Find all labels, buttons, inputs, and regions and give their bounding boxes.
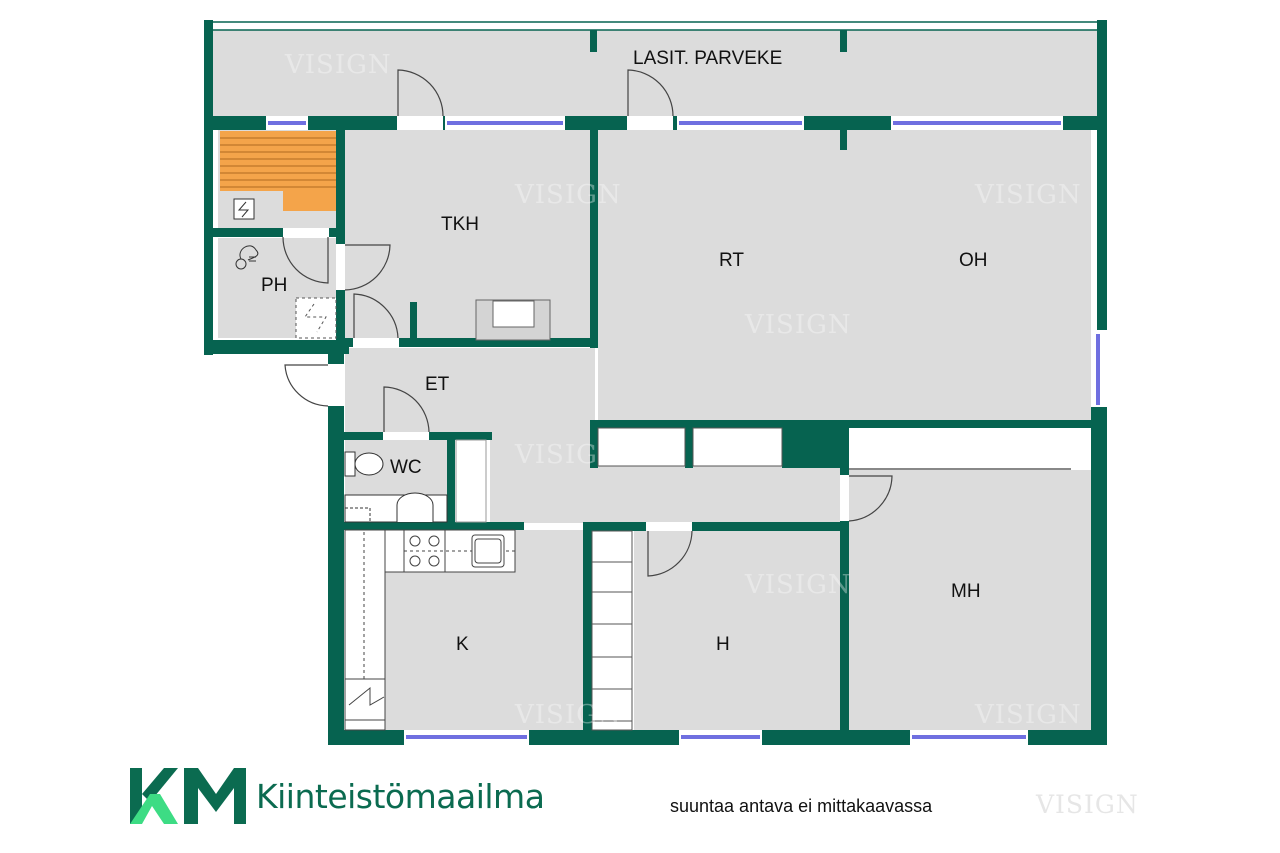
watermarks: VISIGN VISIGN VISIGN VISIGN VISIGN VISIG… (284, 50, 1082, 730)
room-label-rt: RT (719, 250, 744, 271)
brand-name: Kiinteistömaailma (256, 776, 545, 816)
svg-text:VISIGN: VISIGN (974, 180, 1082, 210)
svg-text:VISIGN: VISIGN (744, 310, 852, 340)
kitchen-cabinets (344, 529, 516, 731)
svg-text:VISIGN: VISIGN (514, 440, 622, 470)
closets (591, 427, 1071, 731)
sauna-benches (220, 131, 336, 211)
room-label-h: H (716, 634, 730, 655)
svg-text:VISIGN: VISIGN (514, 180, 622, 210)
windows (266, 116, 1107, 745)
doors (282, 69, 893, 577)
room-label-k: K (456, 634, 469, 655)
fireplace (475, 299, 551, 341)
km-logo-icon (130, 768, 246, 824)
scale-disclaimer: suuntaa antava ei mittakaavassa (670, 796, 933, 816)
room-label-oh: OH (959, 250, 988, 271)
svg-text:VISIGN: VISIGN (744, 570, 852, 600)
room-label-balcony: LASIT. PARVEKE (633, 48, 782, 69)
shower-icon (235, 245, 259, 270)
balcony-glazing (211, 21, 1101, 31)
sauna-stove-icon (233, 198, 255, 220)
svg-text:VISIGN: VISIGN (974, 700, 1082, 730)
floor-drain (295, 297, 337, 339)
room-label-tkh: TKH (441, 214, 479, 235)
brand-logo: Kiinteistömaailma (128, 766, 545, 826)
room-label-ph: PH (261, 275, 287, 296)
room-label-et: ET (425, 374, 450, 395)
room-label-mh: MH (951, 581, 981, 602)
footer-watermark: VISIGN (1036, 790, 1139, 819)
wc-fixtures (344, 439, 487, 523)
svg-text:VISIGN: VISIGN (514, 700, 622, 730)
room-labels: LASIT. PARVEKE TKH RT OH PH ET WC K H MH (261, 48, 988, 655)
svg-text:VISIGN: VISIGN (284, 50, 392, 80)
room-label-wc: WC (390, 457, 422, 478)
